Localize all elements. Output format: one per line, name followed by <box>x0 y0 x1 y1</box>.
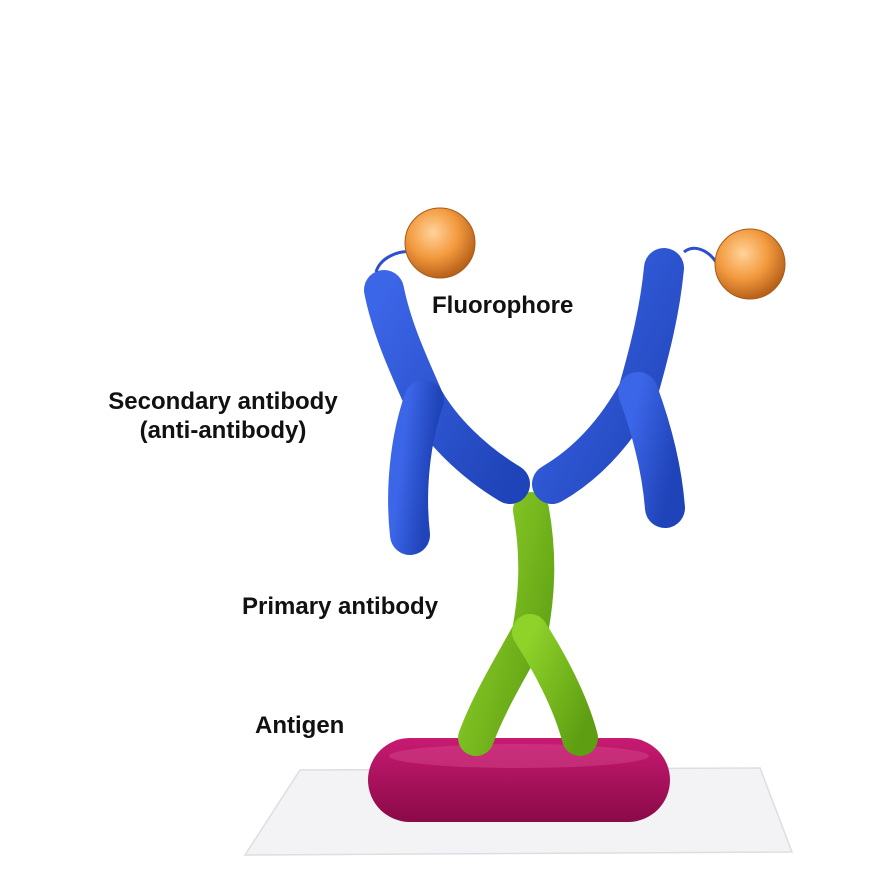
secondary-antibody-left-shape <box>364 270 530 555</box>
fluorophore-label: Fluorophore <box>432 292 574 319</box>
secondary-antibody-right-shape <box>532 248 685 528</box>
secondary-antibody-label-line1: Secondary antibody <box>108 388 338 415</box>
antigen-label: Antigen <box>255 712 345 739</box>
fluorophore-tether-right <box>683 246 718 263</box>
primary-antibody-shape <box>458 492 598 756</box>
secondary-antibody-label: Secondary antibody (anti-antibody) <box>98 388 348 446</box>
fluorophore-left-sphere <box>404 207 476 279</box>
secondary-antibody-label-line2: (anti-antibody) <box>139 416 307 444</box>
antigen-shape <box>368 738 670 822</box>
primary-antibody-label: Primary antibody <box>242 593 439 620</box>
fluorophore-right-sphere <box>714 228 786 300</box>
